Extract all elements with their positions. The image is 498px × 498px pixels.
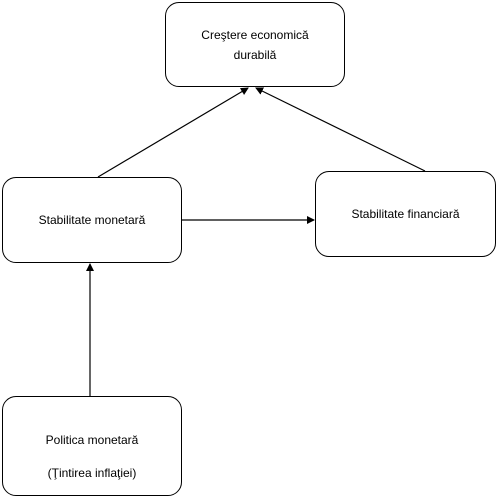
node-financial-stability-label: Stabilitate financiară [351,207,460,221]
node-growth-label-line2: durabilă [233,47,277,62]
arrow-monetary-to-growth [97,87,249,178]
arrow-financial-to-growth [255,87,426,172]
node-monetary-policy: Politica monetară (Ţintirea inflaţiei) [2,396,182,496]
node-policy-label-line1: Politica monetară [45,432,139,447]
node-growth-label-line1: Creştere economică [201,27,309,42]
node-monetary-stability-label: Stabilitate monetară [38,213,146,227]
node-financial-stability: Stabilitate financiară [315,171,496,257]
node-monetary-stability: Stabilitate monetară [2,177,182,263]
node-sustainable-growth: Creştere economică durabilă [165,2,345,87]
node-policy-label-line2: (Ţintirea inflaţiei) [47,465,137,480]
